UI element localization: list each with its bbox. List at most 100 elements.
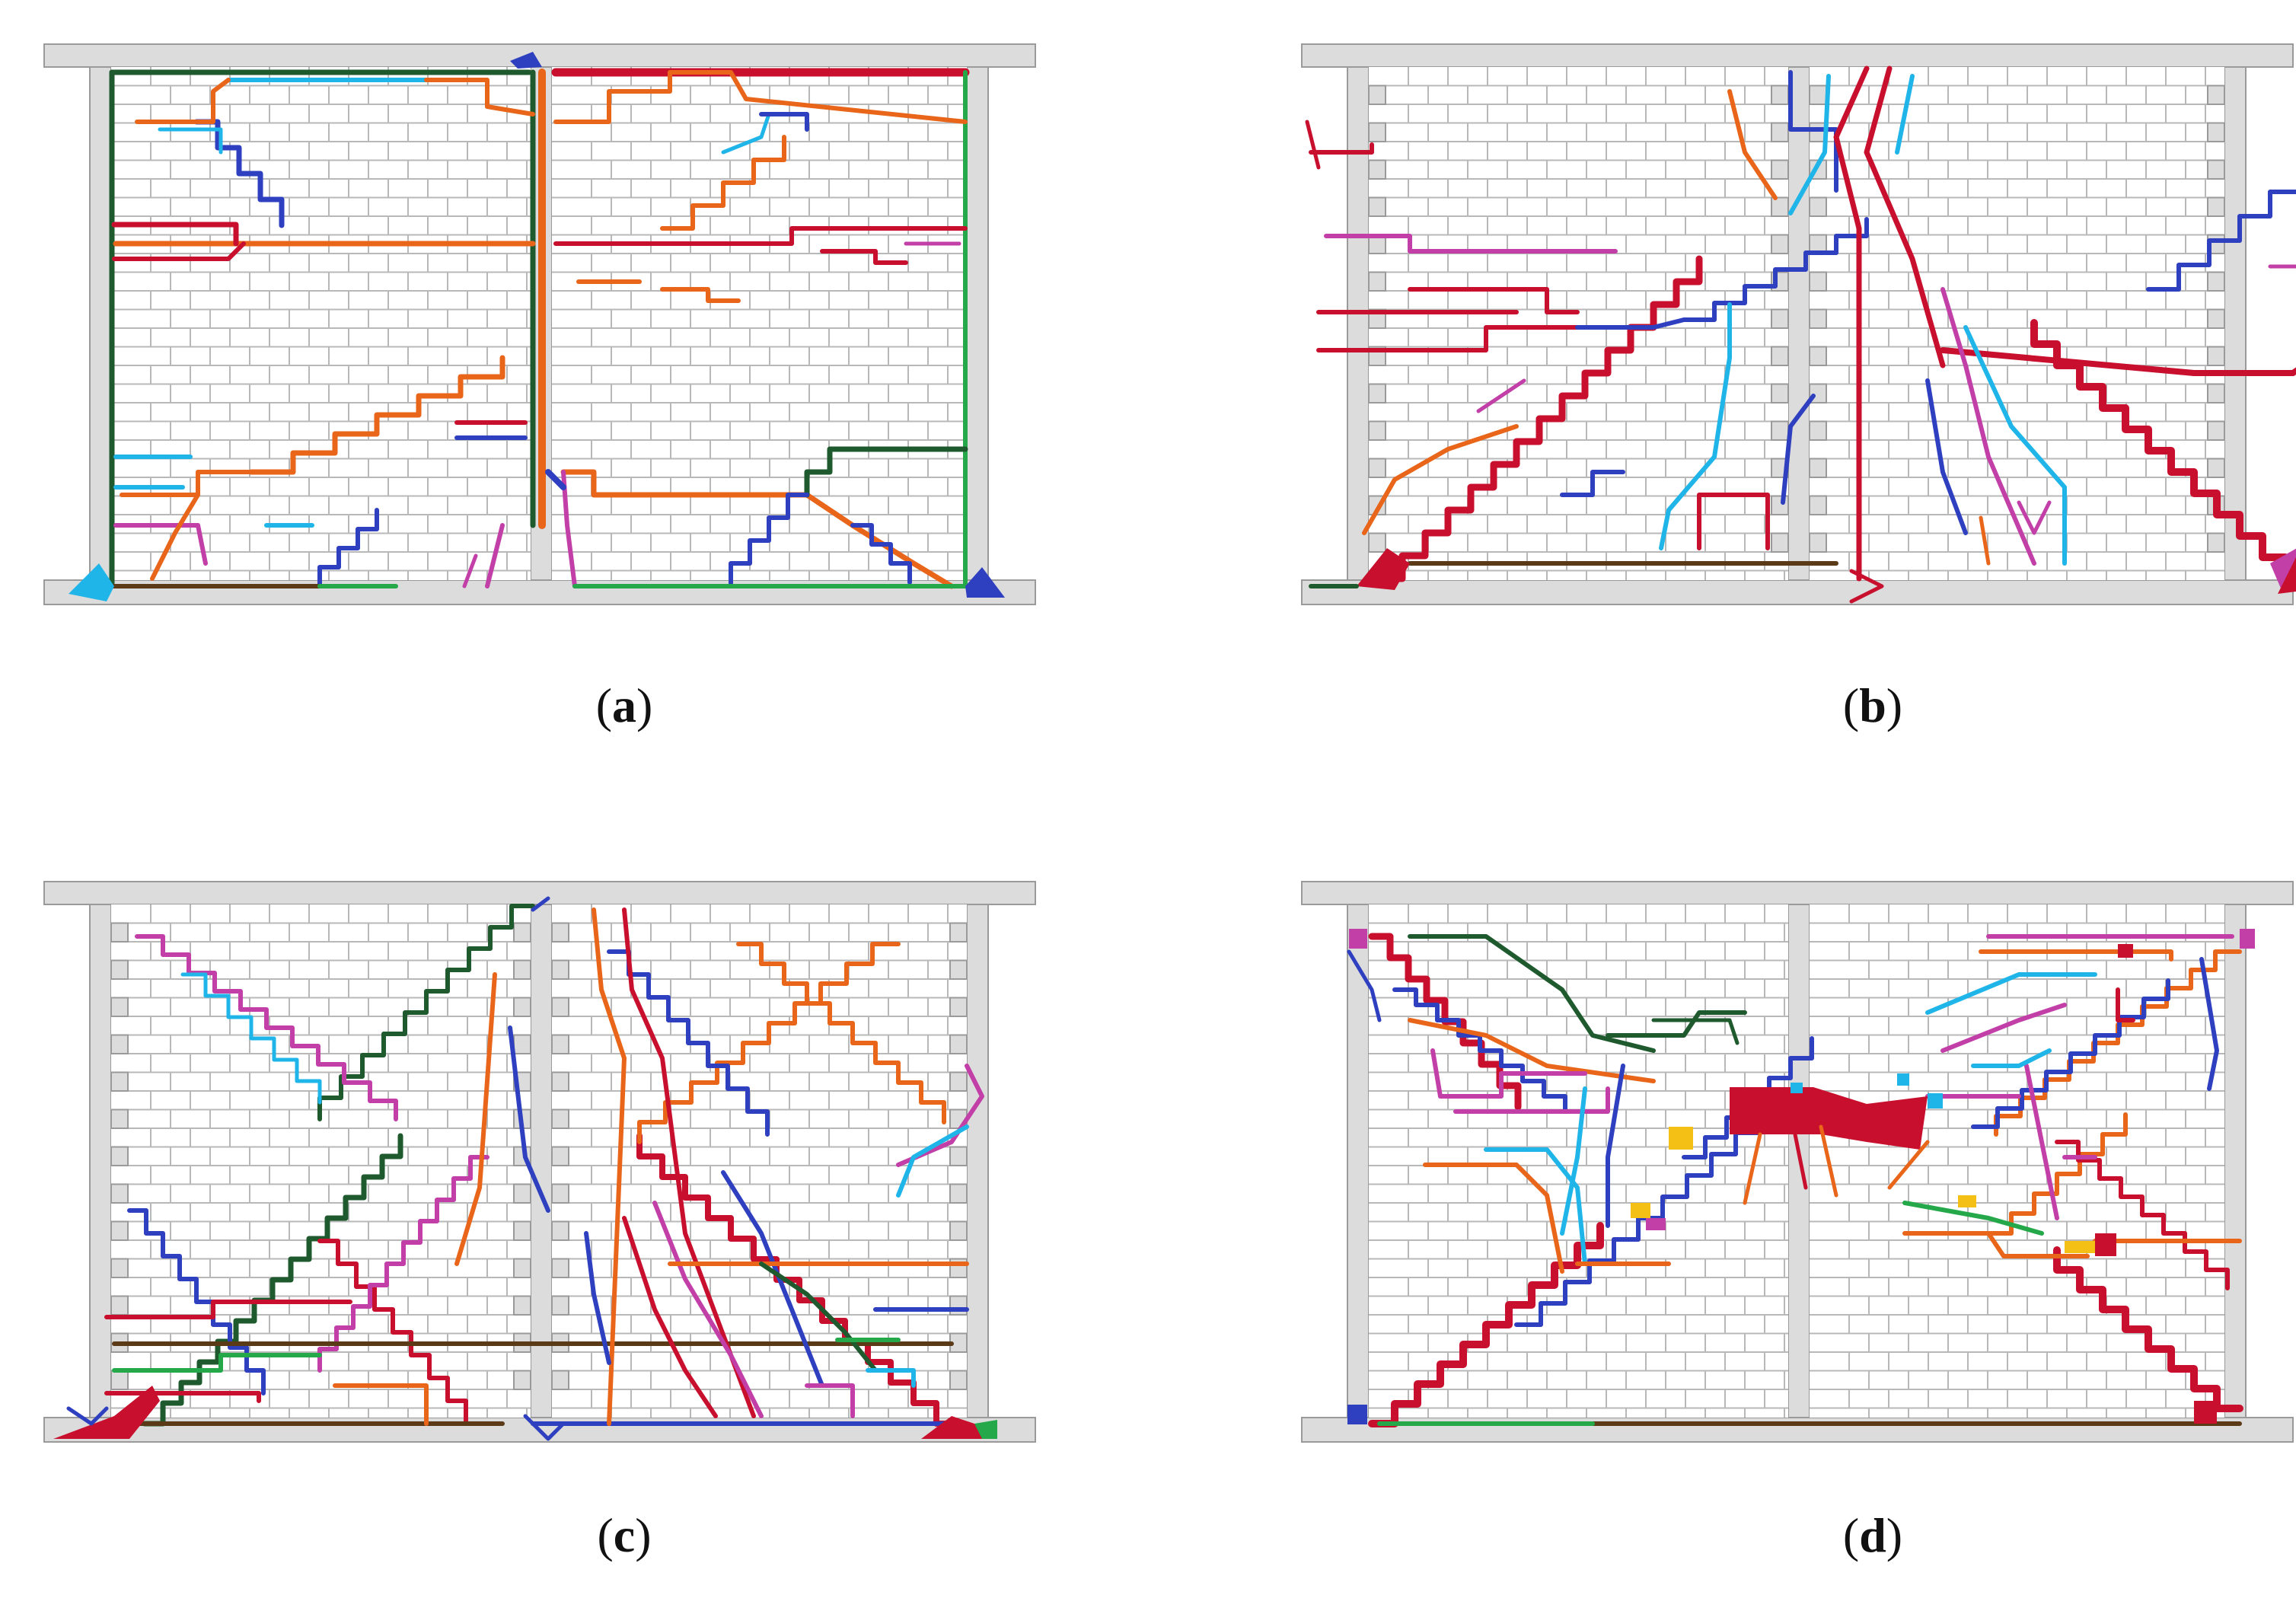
crushed-zone: [2240, 929, 2255, 949]
brick-pattern: [1810, 67, 2224, 580]
crack-line: [553, 226, 968, 246]
crack-line: [1925, 972, 2097, 1015]
crushed-zone: [1646, 1218, 1666, 1230]
crack-line: [1316, 325, 1580, 352]
crack-line: [2024, 1064, 2059, 1220]
crack-line: [622, 1216, 718, 1418]
crack-line: [1368, 1222, 1604, 1427]
crushed-zone: [2194, 1401, 2217, 1424]
crack-line: [584, 1231, 611, 1365]
crack-line: [1788, 74, 1831, 215]
crack-line: [1453, 1086, 1610, 1114]
crack-line: [1979, 949, 2173, 962]
crushed-corner: [965, 567, 1005, 598]
crushed-corner: [1357, 548, 1410, 590]
crack-line: [736, 942, 946, 1124]
crack-line: [150, 493, 200, 581]
column: [1347, 904, 1370, 1418]
crack-line: [804, 446, 968, 498]
crack-line: [1408, 287, 1580, 314]
crack-line: [1979, 515, 1991, 566]
masonry-panel: [111, 904, 531, 1418]
crack-line: [759, 112, 809, 132]
panel-a: [43, 43, 1036, 605]
crushed-zone: [1791, 1083, 1803, 1093]
bottom-beam: [43, 579, 1036, 605]
crack-line: [1925, 378, 1968, 535]
panel-c: [43, 881, 1036, 1443]
toothed-edge: [1809, 85, 2225, 553]
masonry-panel: [552, 67, 967, 580]
crack-line: [1347, 949, 1382, 1022]
crack-line: [1887, 1140, 1930, 1190]
crack-line: [2199, 957, 2219, 1091]
masonry-panel: [1810, 904, 2224, 1418]
crack-line: [317, 1155, 489, 1373]
crushed-zone: [2065, 1241, 2095, 1253]
crack-line: [1819, 1124, 1838, 1198]
crushed-zone: [1631, 1203, 1650, 1218]
crack-line: [1651, 1018, 1740, 1045]
crushed-zone: [2118, 944, 2133, 958]
crack-line: [820, 249, 908, 265]
crack-line: [1902, 1201, 2044, 1236]
crack-line: [298, 508, 379, 588]
crack-line: [113, 523, 208, 566]
bottom-beam: [1301, 1417, 2294, 1443]
crack-line: [142, 1133, 403, 1427]
crack-line: [1971, 978, 2170, 1129]
crack-line: [607, 949, 770, 1137]
crack-line: [636, 1133, 962, 1427]
column: [1347, 66, 1370, 581]
crack-line: [1895, 74, 1915, 155]
panel-label-b: (b): [1842, 678, 1903, 732]
column: [89, 904, 112, 1418]
crushed-zone: [2095, 1233, 2116, 1256]
crack-line: [2055, 1140, 2230, 1290]
crack-line: [1940, 287, 2036, 566]
crack-line: [1864, 65, 1946, 368]
crack-line: [1971, 1048, 2052, 1068]
crack-line: [462, 553, 478, 588]
column: [2224, 904, 2247, 1418]
crack-line: [2191, 367, 2296, 376]
panel-b: [1301, 43, 2296, 605]
crack-line: [1781, 394, 1816, 505]
top-beam: [1301, 881, 2294, 905]
crack-line: [1788, 1109, 1808, 1190]
toothed-edge: [1368, 85, 1789, 553]
crack-line: [1423, 1163, 1564, 1274]
crack-line: [1833, 65, 1870, 582]
crushed-zone: [1958, 1195, 1976, 1207]
crushed-zone: [1349, 929, 1367, 949]
crack-line: [317, 904, 535, 1121]
crack-line: [523, 1414, 566, 1441]
crack-line: [1902, 1231, 2090, 1258]
crack-line: [896, 1124, 969, 1198]
column: [2224, 66, 2247, 581]
crack-line: [135, 78, 231, 124]
crack-line: [135, 934, 398, 1121]
crack-line: [729, 493, 809, 588]
crack-line: [1940, 347, 2197, 376]
crushed-zone: [1730, 1087, 1928, 1150]
crack-line: [112, 1353, 322, 1373]
crack-line: [1849, 569, 1884, 604]
crack-line: [1994, 949, 2242, 1137]
crack-line: [424, 78, 535, 116]
crack-line: [1484, 1147, 1587, 1266]
crack-line: [759, 1261, 878, 1373]
crack-line: [560, 469, 810, 498]
crack-line: [866, 1368, 916, 1388]
crushed-zone: [1928, 1093, 1943, 1108]
crack-line: [104, 1391, 261, 1403]
crushed-corner: [510, 52, 542, 69]
crack-line: [1606, 1010, 1747, 1038]
crack-line: [622, 907, 756, 1418]
crack-line: [1940, 1003, 2067, 1053]
top-beam: [1301, 43, 2294, 68]
crack-line: [66, 1406, 109, 1426]
crushed-corner: [69, 563, 114, 601]
crack-line: [553, 70, 672, 124]
